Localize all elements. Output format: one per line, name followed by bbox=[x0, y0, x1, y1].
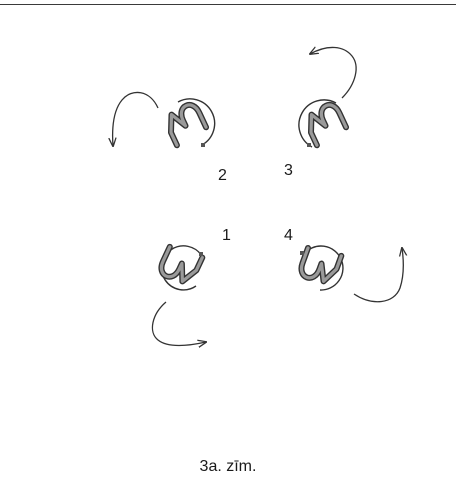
figure-3-rotation-arrow bbox=[310, 47, 356, 98]
figure-1-symbol bbox=[158, 243, 203, 290]
figure-1-rotation-arrow bbox=[152, 302, 206, 346]
label-1: 1 bbox=[222, 228, 231, 244]
label-4: 4 bbox=[284, 228, 293, 244]
figure-caption: 3a. zīm. bbox=[0, 458, 456, 476]
figure-4-symbol bbox=[298, 244, 343, 290]
label-2: 2 bbox=[218, 168, 227, 184]
figure-2-marker-dot bbox=[201, 143, 205, 147]
figure-3-symbol bbox=[299, 100, 348, 147]
figure-2-rotation-arrow bbox=[113, 92, 158, 146]
figure-3-marker-dot bbox=[307, 143, 311, 147]
figure-4-marker-dot bbox=[300, 251, 304, 255]
figure-1-marker-dot bbox=[199, 252, 203, 256]
figure-2-symbol bbox=[163, 99, 214, 147]
figure-4-rotation-arrow bbox=[354, 248, 403, 302]
label-3: 3 bbox=[284, 163, 293, 179]
